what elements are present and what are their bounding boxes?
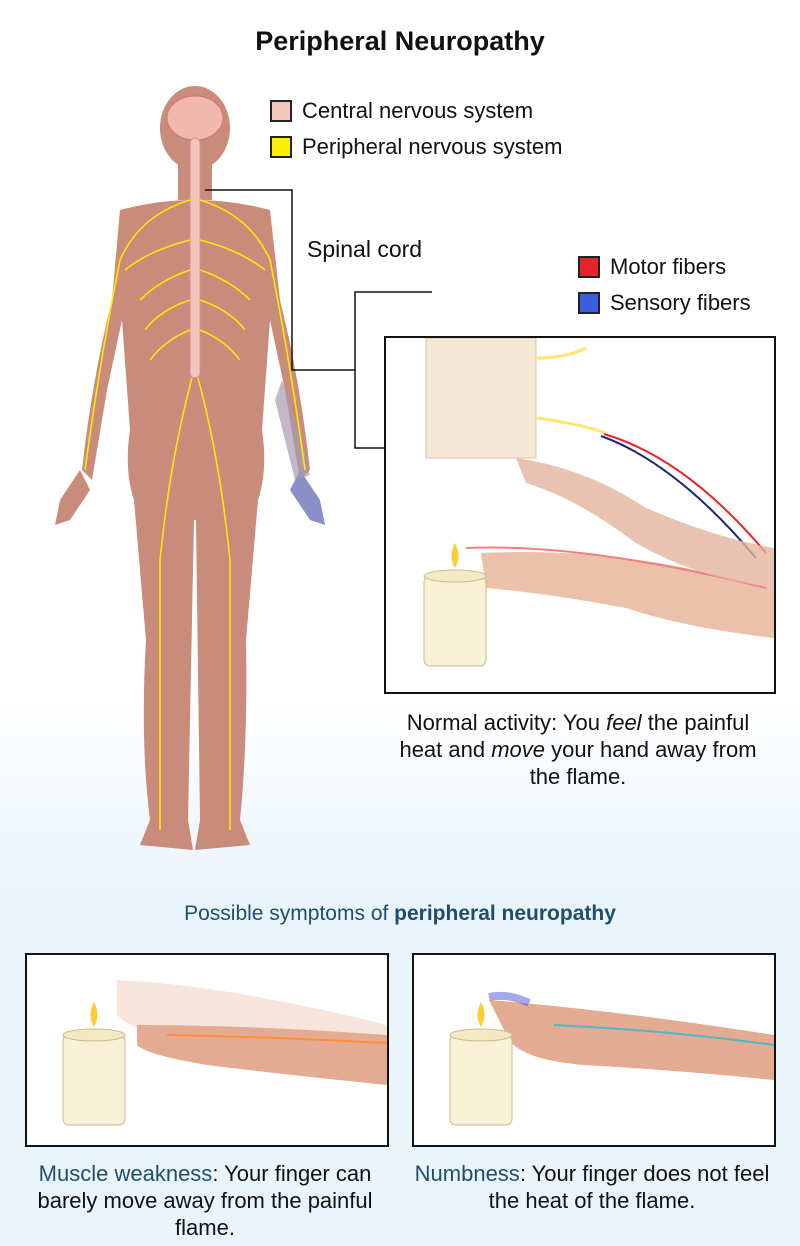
symptoms-subheading: Possible symptoms of peripheral neuropat… [0,902,800,926]
motor-swatch [578,256,600,278]
subheading-bold: peripheral neuropathy [394,902,616,925]
pns-swatch [270,136,292,158]
subheading-text: Possible symptoms of [184,902,395,925]
numbness-term: Numbness [414,1161,520,1186]
caption-text-3: your hand away from the flame. [529,737,757,789]
nervous-system-legend: Central nervous system Peripheral nervou… [270,98,562,160]
numbness-panel [412,953,776,1147]
numbness-illustration [449,991,774,1126]
human-body-illustration [55,86,432,850]
sensory-swatch [578,292,600,314]
cns-swatch [270,100,292,122]
fiber-legend: Motor fibers Sensory fibers [578,254,751,316]
normal-activity-panel [384,336,776,694]
legend-item-cns: Central nervous system [270,98,562,124]
caption-move: move [491,737,545,762]
brain [166,95,224,141]
numbness-text: : Your finger does not feel the heat of … [488,1161,770,1213]
legend-item-motor: Motor fibers [578,254,751,280]
peripheral-nerves [84,199,306,830]
legend-label-cns: Central nervous system [302,98,534,123]
caption-feel: feel [606,710,642,735]
numbness-caption: Numbness: Your finger does not feel the … [412,1160,772,1214]
legend-label-pns: Peripheral nervous system [302,134,563,159]
legend-item-sensory: Sensory fibers [578,290,751,316]
muscle-weakness-text: : Your finger can barely move away from … [37,1161,373,1240]
legend-label-motor: Motor fibers [610,254,727,279]
page-title: Peripheral Neuropathy [255,26,545,56]
muscle-weakness-caption: Muscle weakness: Your finger can barely … [25,1160,385,1241]
spinal-cord [189,137,201,379]
muscle-weakness-panel [25,953,389,1147]
muscle-weakness-term: Muscle weakness [38,1161,213,1186]
muscle-weakness-illustration [62,980,387,1126]
legend-label-sensory: Sensory fibers [610,290,751,315]
caption-text-2: the painful heat and [399,710,750,762]
normal-activity-illustration [423,338,774,667]
spinal-cord-label: Spinal cord [307,236,423,262]
legend-item-pns: Peripheral nervous system [270,134,562,160]
normal-activity-caption: Normal activity: You feel the painful he… [384,709,772,790]
caption-text-1: Normal activity: You [406,710,607,735]
